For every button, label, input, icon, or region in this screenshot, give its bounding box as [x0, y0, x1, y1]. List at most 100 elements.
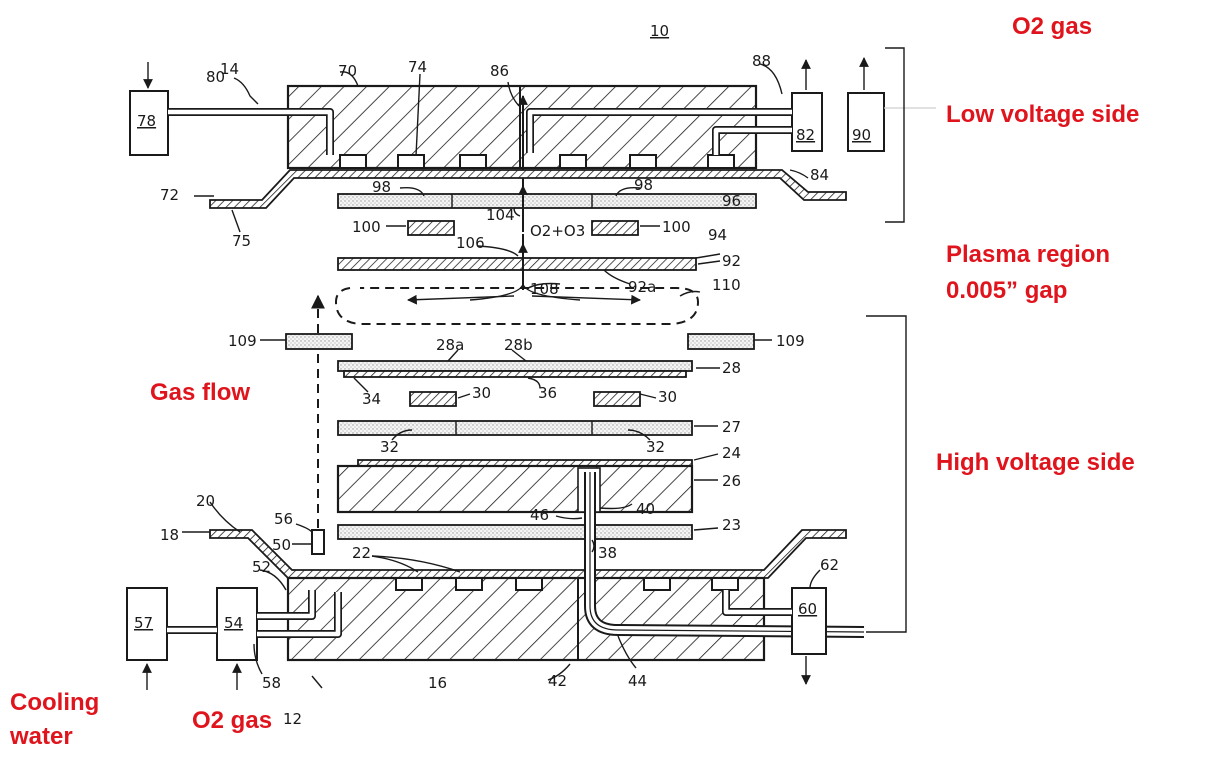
o2-gas-top-label: O2 gas: [1012, 13, 1092, 40]
high-voltage-lead: [577, 467, 865, 638]
ref-23: 23: [722, 516, 741, 534]
lower-electrode-plate: [337, 360, 693, 378]
cooling-water-box: [126, 587, 168, 661]
high-voltage-bracket: [866, 315, 907, 633]
plasma-flow-loop: [334, 283, 700, 325]
lower-magnet-left: [409, 391, 457, 407]
ref-84: 84: [810, 166, 829, 184]
ref-26: 26: [722, 472, 741, 490]
ref-74: 74: [408, 58, 427, 76]
ref-28a: 28a: [436, 336, 464, 354]
ref-24: 24: [722, 444, 741, 462]
plasma-gap-label: 0.005” gap: [946, 277, 1067, 304]
ref-10: 10: [650, 22, 669, 40]
top-cooling-box: [129, 90, 169, 156]
ref-104: 104: [486, 206, 515, 224]
top-dielectric-plate: [337, 178, 757, 232]
ref-96: 96: [722, 192, 741, 210]
ref-106: 106: [456, 234, 485, 252]
ref-58: 58: [262, 674, 281, 692]
oxygen-gas-box: [216, 587, 258, 661]
cooling-label-line2: water: [9, 723, 73, 750]
lower-dielectric-plate: [337, 420, 693, 436]
plate-23: [337, 524, 693, 540]
ref-109a: 109: [228, 332, 257, 350]
ref-70: 70: [338, 62, 357, 80]
ref-54: 54: [224, 614, 243, 632]
ref-34: 34: [362, 390, 381, 408]
cooling-label-line1: Cooling: [10, 689, 99, 716]
annotations: O2 gas Low voltage side Plasma region 0.…: [9, 13, 1139, 750]
ref-12: 12: [283, 710, 302, 728]
ref-14: 14: [220, 60, 239, 78]
ref-52: 52: [252, 558, 271, 576]
ref-38: 38: [598, 544, 617, 562]
ref-18: 18: [160, 526, 179, 544]
top-flex-plate: [209, 169, 847, 209]
ref-27: 27: [722, 418, 741, 436]
ref-42: 42: [548, 672, 567, 690]
ref-16: 16: [428, 674, 447, 692]
lower-gas-box: [791, 587, 827, 655]
top-cooling-channels: [339, 154, 735, 169]
leader-lines: [182, 63, 821, 689]
ref-32a: 32: [380, 438, 399, 456]
ref-57: 57: [134, 614, 153, 632]
lower-magnet-right: [593, 391, 641, 407]
lower-flex-plate: [209, 529, 847, 579]
high-voltage-label: High voltage side: [936, 449, 1135, 476]
ref-108: 108: [530, 280, 559, 298]
ref-94: 94: [708, 226, 727, 244]
ref-62: 62: [820, 556, 839, 574]
ref-100b: 100: [662, 218, 691, 236]
spacer-left: [285, 333, 353, 350]
block-26: [336, 464, 694, 514]
ref-40: 40: [636, 500, 655, 518]
ref-50: 50: [272, 536, 291, 554]
plasma-region-label: Plasma region: [946, 241, 1110, 268]
ref-82: 82: [796, 126, 815, 144]
ref-o2o3: O2+O3: [530, 222, 585, 240]
ref-92: 92: [722, 252, 741, 270]
gas-inlet-nozzle: [311, 529, 325, 555]
top-electrode-plate: [337, 234, 697, 290]
ref-88: 88: [752, 52, 771, 70]
ref-36: 36: [538, 384, 557, 402]
top-magnet-right: [591, 220, 639, 236]
ref-32b: 32: [646, 438, 665, 456]
ref-80: 80: [206, 68, 225, 86]
top-magnet-left: [407, 220, 455, 236]
ref-98a: 98: [372, 178, 391, 196]
ref-72: 72: [160, 186, 179, 204]
ref-30a: 30: [472, 384, 491, 402]
ref-56: 56: [274, 510, 293, 528]
ref-28b: 28b: [504, 336, 533, 354]
ref-109b: 109: [776, 332, 805, 350]
ref-86: 86: [490, 62, 509, 80]
o2-gas-bottom-label: O2 gas: [192, 707, 272, 734]
ref-110: 110: [712, 276, 741, 294]
spacer-right: [687, 333, 755, 350]
low-voltage-bracket: [885, 47, 905, 223]
ref-22: 22: [352, 544, 371, 562]
ref-44: 44: [628, 672, 647, 690]
ref-20: 20: [196, 492, 215, 510]
ref-75: 75: [232, 232, 251, 250]
low-voltage-label: Low voltage side: [946, 101, 1139, 128]
ref-46: 46: [530, 506, 549, 524]
ref-100a: 100: [352, 218, 381, 236]
ref-92a: 92a: [628, 278, 656, 296]
ref-98b: 98: [634, 176, 653, 194]
reference-numbers: 10 14 70 74 86 88 80 78 82 90 84 72 75 9…: [134, 22, 871, 728]
ref-28: 28: [722, 359, 741, 377]
ref-78: 78: [137, 112, 156, 130]
gas-flow-label: Gas flow: [150, 379, 250, 406]
ref-30b: 30: [658, 388, 677, 406]
ref-90: 90: [852, 126, 871, 144]
ref-60: 60: [798, 600, 817, 618]
top-oxygen-box: [847, 92, 885, 152]
bottom-cooling-block: [286, 576, 766, 662]
top-electrode-assembly: [129, 57, 936, 209]
